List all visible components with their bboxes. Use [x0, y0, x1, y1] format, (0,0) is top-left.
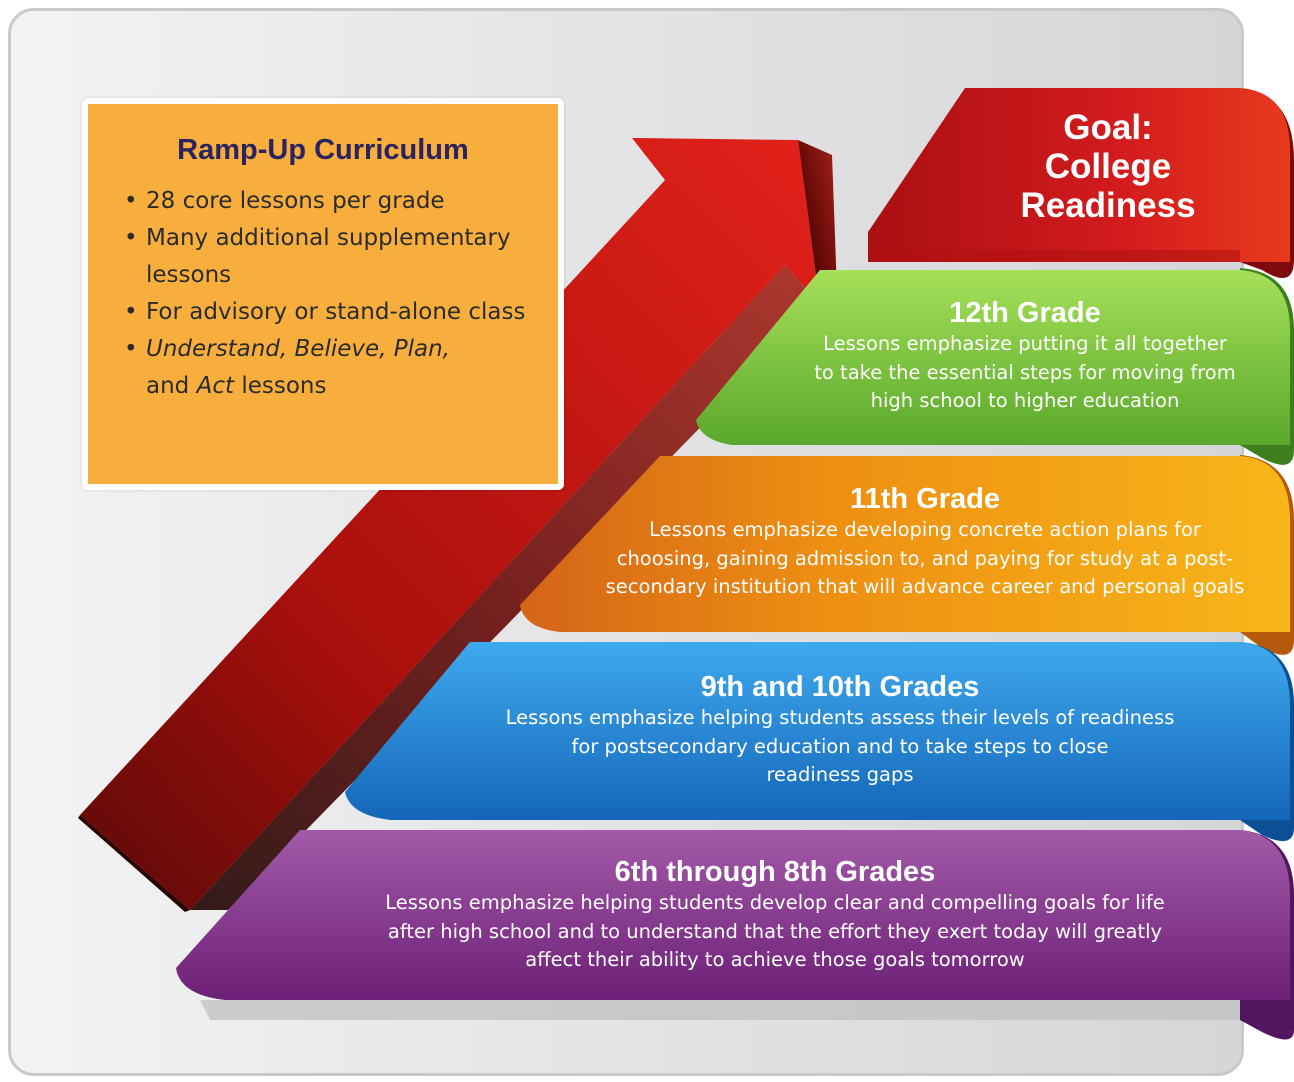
curriculum-bullet: For advisory or stand-alone class — [122, 294, 538, 331]
rising-arrow-icon — [78, 138, 838, 912]
grade-9-10-banner — [345, 642, 1294, 842]
curriculum-bullet: 28 core lessons per grade — [122, 183, 538, 220]
grade-12-line-1: Lessons emphasize putting it all togethe… — [823, 332, 1227, 355]
grade-12-line-3: high school to higher education — [870, 389, 1180, 412]
grade-9-10-line-1: Lessons emphasize helping students asses… — [505, 706, 1175, 729]
grade-6-8-title: 6th through 8th Grades — [614, 856, 936, 888]
bullet-and: and — [146, 373, 190, 399]
grade-11-line-2: choosing, gaining admission to, and payi… — [616, 546, 1234, 570]
grade-6-8-line-2: after high school and to understand that… — [387, 919, 1163, 943]
curriculum-bullet: Many additional supplementary lessons — [122, 220, 538, 294]
curriculum-list: 28 core lessons per grade Many additiona… — [88, 183, 558, 405]
grade-6-8-line-3: affect their ability to achieve those go… — [525, 948, 1025, 971]
bullet-tail: lessons — [241, 373, 327, 399]
grade-6-8-banner — [176, 830, 1294, 1040]
grade-11-text: 11th Grade Lessons emphasize developing … — [590, 482, 1260, 602]
grade-12-title: 12th Grade — [949, 297, 1101, 329]
grade-11-banner — [520, 455, 1294, 655]
goal-line-1: Goal: — [1063, 108, 1153, 147]
goal-label: Goal: College Readiness — [1010, 108, 1206, 225]
grade-12-line-2: to take the essential steps for moving f… — [814, 360, 1236, 384]
goal-line-3: Readiness — [1020, 186, 1196, 225]
grade-12-text: 12th Grade Lessons emphasize putting it … — [780, 296, 1270, 416]
curriculum-title: Ramp-Up Curriculum — [177, 134, 469, 166]
goal-line-2: College — [1044, 147, 1172, 186]
grade-6-8-text: 6th through 8th Grades Lessons emphasize… — [330, 855, 1220, 975]
grade-11-line-1: Lessons emphasize developing concrete ac… — [649, 518, 1201, 541]
bullet-italic-part: Understand, Believe, Plan, — [146, 336, 450, 362]
grade-11-line-3: secondary institution that will advance … — [605, 575, 1245, 598]
grade-11-title: 11th Grade — [850, 483, 1000, 515]
curriculum-bullet: Understand, Believe, Plan, and Act lesson… — [122, 331, 538, 405]
bullet-act: Act — [196, 373, 234, 399]
grade-9-10-line-3: readiness gaps — [766, 763, 914, 786]
goal-banner — [868, 88, 1294, 278]
grade-9-10-title: 9th and 10th Grades — [700, 671, 980, 703]
grade-9-10-line-2: for postsecondary education and to take … — [571, 734, 1109, 758]
grade-9-10-text: 9th and 10th Grades Lessons emphasize he… — [470, 670, 1210, 790]
grade-6-8-line-1: Lessons emphasize helping students devel… — [385, 891, 1165, 914]
grade-12-banner — [696, 268, 1294, 465]
curriculum-box: Ramp-Up Curriculum 28 core lessons per g… — [82, 98, 564, 490]
